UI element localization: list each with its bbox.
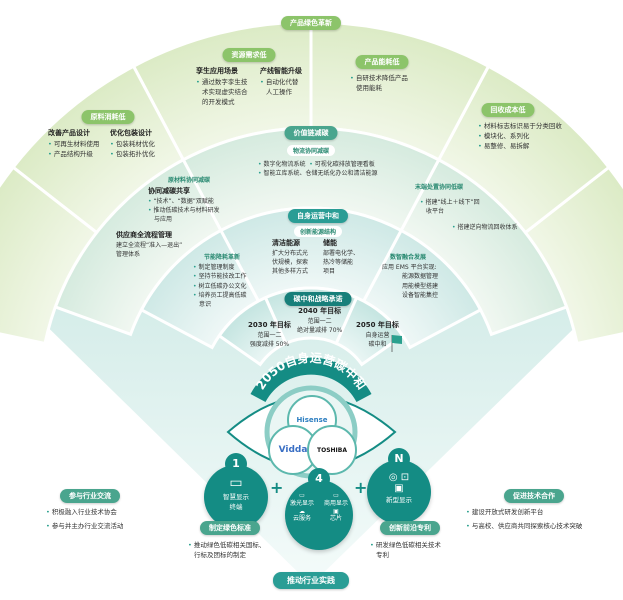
blob-four: 4▭激光显示▭商用显示☁云服务▣芯片	[285, 468, 353, 550]
pill-patent: 创新前沿专利	[380, 521, 440, 535]
pill-product-green: 产品绿色革新	[281, 16, 341, 30]
structure-col2: 储能部署电化学、热冷等储能项目	[323, 239, 360, 276]
pill-coop: 促进技术合作	[504, 489, 564, 503]
end-text: 搭建“线上＋线下”回收平台搭建逆向物流回收体系	[420, 198, 517, 232]
pill-exchange: 参与行业交流	[60, 489, 120, 503]
pill-recycle: 回收成本低	[481, 103, 535, 117]
pill-raw: 原料消耗低	[81, 110, 135, 124]
pill-energy: 产品能耗低	[355, 55, 409, 69]
display-terminal-icon: ▭	[229, 475, 243, 491]
material-label: 原材料协同减碳	[167, 177, 211, 184]
toshiba-logo: TOSHIBA	[307, 425, 357, 475]
raw-col2: 优化包装设计包装耗材优化包装拓扑优化	[110, 128, 155, 159]
structure-label: 创新能源结构	[293, 226, 343, 237]
goal-2050: 2050 年目标自身运营碳中和	[356, 321, 399, 349]
resource-col2: 产线智能升级自动化代替人工操作	[260, 66, 302, 97]
pill-standard: 制定绿色标准	[200, 521, 260, 535]
resource-col1: 孪生应用场景通过数字孪生技术实现虚实结合的开发模式	[196, 66, 248, 107]
pill-industry-practice: 推动行业实践	[273, 572, 349, 589]
coop-text: 建设开放式研发创新平台与高校、供应商共同探索核心技术突破	[466, 507, 583, 531]
arc-banner	[250, 357, 372, 403]
commit-sector	[217, 295, 288, 367]
pill-commitment: 碳中和战略承诺	[284, 292, 352, 306]
pill-resource: 资源需求低	[222, 48, 276, 62]
blob-one: 1▭智慧显示终端	[204, 453, 268, 529]
structure-col1: 清洁能源扩大分布式光伏规模，探索其他多样方式	[272, 239, 309, 276]
plus-sign: +	[270, 478, 284, 497]
logistics-label: 物流协同减碳	[286, 145, 336, 156]
supplier-text: 供应商全流程管理建立全流程“准入—退出”管理体系	[116, 231, 183, 259]
blob-n: N◎ ⊡▣新型显示	[367, 448, 431, 524]
pill-self-operation: 自身运营中和	[288, 209, 348, 223]
raw-col1: 改善产品设计可再生材料使用产品结构升级	[48, 128, 99, 159]
recycle-text: 材料标志标识易于分类回收模块化、系列化易整修、易拆解	[478, 121, 562, 151]
material-text: 协同减碳共享“技术”、“数据”双赋能推动低碳技术与材料研发与应用	[148, 186, 219, 225]
end-label: 末端处置协同低碳	[414, 184, 464, 191]
saving-text: 制定管理制度坚持节能技改工作树立低碳办公文化培养员工提高低碳意识	[193, 263, 246, 309]
saving-label: 节能降耗革新	[203, 254, 241, 261]
plus-sign: +	[354, 478, 368, 497]
flag-icon	[392, 335, 402, 344]
digital-text: 应用 EMS 平台实现:能源数据管理用能模型搭建设备智能集控	[382, 264, 439, 299]
exchange-text: 积极融入行业技术协会参与并主办行业交流活动	[46, 507, 124, 531]
goal-2040: 2040 年目标范围一二绝对量减排 70%	[297, 307, 343, 335]
goal-2030: 2030 年目标范围一二强度减排 50%	[248, 321, 291, 349]
standard-text: 推动绿色低碳相关国标、行标及团标的制定	[188, 540, 266, 560]
pill-value-chain: 价值链减碳	[284, 126, 338, 140]
digital-label: 数智融合发展	[389, 254, 427, 261]
logistics-text: 数字化物流系统 可视化碳排放管理看板智能立库系统、仓储无纸化办公和清洁能源	[258, 160, 377, 179]
new-display-icon: ◎ ⊡	[388, 472, 410, 483]
